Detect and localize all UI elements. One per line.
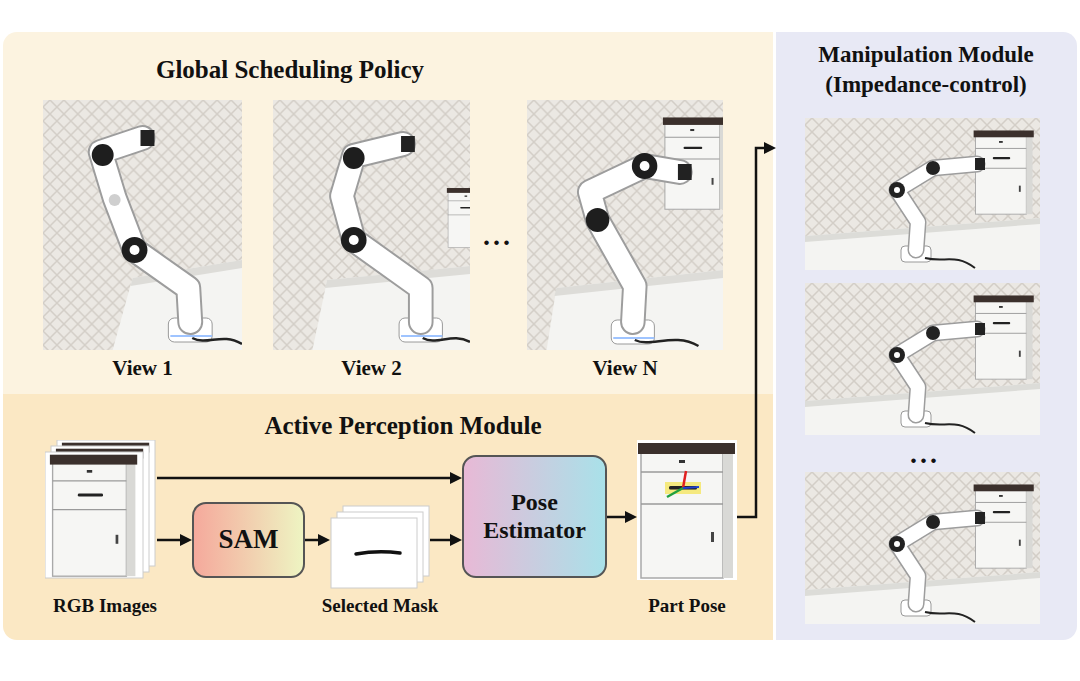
- process-label: SAM: [219, 524, 279, 555]
- connector-arrow: [157, 477, 452, 480]
- process-label: Pose Estimator: [474, 489, 595, 544]
- manipulation-photo-part: [805, 472, 1040, 624]
- part-pose-image-part: [683, 487, 699, 488]
- robot-view-photo-part: [192, 338, 242, 344]
- robot-view-photo-part: [640, 161, 650, 171]
- robot-view-photo-part: [590, 166, 680, 322]
- part-pose-image-part: [683, 471, 686, 488]
- robot-view-photo-part: [590, 166, 680, 322]
- part-pose-image-part: [638, 443, 735, 578]
- robot-view-photo-part: [170, 335, 212, 337]
- manipulation-photo: [805, 283, 1040, 435]
- mask-stack-part: [356, 552, 400, 554]
- connector-arrow: [305, 539, 320, 542]
- robot-view-photo-part: [635, 340, 699, 346]
- robot-view-photo-part: [101, 138, 191, 322]
- robot-view-photo-part: [447, 188, 470, 247]
- robot-view-photo: [527, 100, 723, 350]
- robot-view-photo-part: [343, 147, 365, 169]
- robot-view-photo-part: [122, 237, 148, 263]
- view-caption: View 2: [287, 356, 457, 380]
- perception-panel: Active Perception Module RGB ImagesSAM S…: [3, 394, 773, 640]
- robot-view-photo-part: [92, 144, 114, 166]
- rgb-image-stack: [45, 440, 157, 580]
- view-caption-holder: View N: [540, 356, 710, 380]
- part-pose-image-part: [637, 440, 737, 580]
- robot-view-photo: [273, 100, 470, 350]
- robot-view-photo-part: [101, 138, 191, 322]
- image-caption: Part Pose: [607, 595, 767, 617]
- robot-view-photo-part: [109, 194, 121, 206]
- image-caption-holder: RGB Images: [15, 595, 195, 617]
- view-photo: View 2: [273, 100, 470, 350]
- connector-arrow: [607, 516, 627, 519]
- panel-title-holder: Manipulation Module (Impedance-control): [796, 40, 1056, 100]
- manipulation-photo-part: [805, 283, 1040, 435]
- connector-arrow: [430, 539, 452, 542]
- manipulation-photo: [805, 472, 1040, 624]
- robot-view-photo-part: [273, 100, 470, 350]
- robot-view-photo-part: [342, 144, 421, 322]
- manipulation-panel: Manipulation Module (Impedance-control): [776, 32, 1077, 640]
- panel-title: Manipulation Module (Impedance-control): [796, 40, 1056, 100]
- image-caption-holder: Selected Mask: [290, 595, 470, 617]
- panel-title: Active Perception Module: [168, 412, 638, 441]
- panel-title-holder: Active Perception Module: [168, 412, 638, 441]
- manipulation-photo: [805, 118, 1040, 270]
- robot-view-photo-part: [613, 337, 654, 339]
- pose-estimator-box: Pose Estimator: [462, 455, 607, 578]
- panel-title-holder: Global Scheduling Policy: [55, 56, 525, 85]
- mask-stack-part: [331, 518, 417, 588]
- rgb-image-stack-part: [50, 455, 137, 577]
- rgb-image-stack: RGB Images: [45, 440, 157, 580]
- robot-view-photo-part: [141, 130, 155, 146]
- robot-view-photo-part: [586, 208, 610, 232]
- ellipsis-mark: ...: [885, 440, 965, 468]
- view-photo: View N: [527, 100, 723, 350]
- panel-title: Global Scheduling Policy: [55, 56, 525, 85]
- robot-view-photo-part: [632, 153, 657, 179]
- scheduling-panel: Global Scheduling Policy View 1 View 2: [3, 32, 773, 394]
- robot-view-photo: [43, 100, 242, 350]
- image-caption-holder: Part Pose: [607, 595, 767, 617]
- ellipsis-mark-holder: ...: [458, 222, 538, 250]
- part-pose-image-part: [667, 488, 683, 497]
- rgb-image-stack-part: [45, 452, 143, 578]
- connector-arrow: [157, 539, 182, 542]
- view-photo: View 1: [43, 100, 242, 350]
- mask-stack: Selected Mask: [330, 505, 430, 590]
- view-caption: View N: [540, 356, 710, 380]
- part-pose-image: Part Pose: [637, 440, 737, 580]
- mask-stack: [330, 505, 430, 590]
- view-caption: View 1: [58, 356, 228, 380]
- robot-view-photo-part: [401, 136, 415, 152]
- robot-view-photo-part: [678, 164, 692, 180]
- connector-arrow: [737, 148, 766, 517]
- robot-view-photo-part: [43, 100, 242, 350]
- view-caption-holder: View 1: [58, 356, 228, 380]
- robot-view-photo-part: [130, 245, 140, 255]
- view-caption-holder: View 2: [287, 356, 457, 380]
- manipulation-photo-part: [805, 118, 1040, 270]
- image-caption: RGB Images: [15, 595, 195, 617]
- sam-box: SAM: [192, 502, 305, 578]
- ellipsis-mark-holder: ...: [885, 440, 965, 468]
- part-pose-image: [637, 440, 737, 580]
- robot-view-photo-part: [341, 227, 367, 253]
- robot-view-photo-part: [401, 335, 442, 337]
- robot-view-photo-part: [342, 144, 421, 322]
- image-caption: Selected Mask: [290, 595, 470, 617]
- robot-view-photo-part: [349, 235, 359, 245]
- ellipsis-mark: ...: [458, 222, 538, 250]
- robot-view-photo-part: [423, 338, 470, 342]
